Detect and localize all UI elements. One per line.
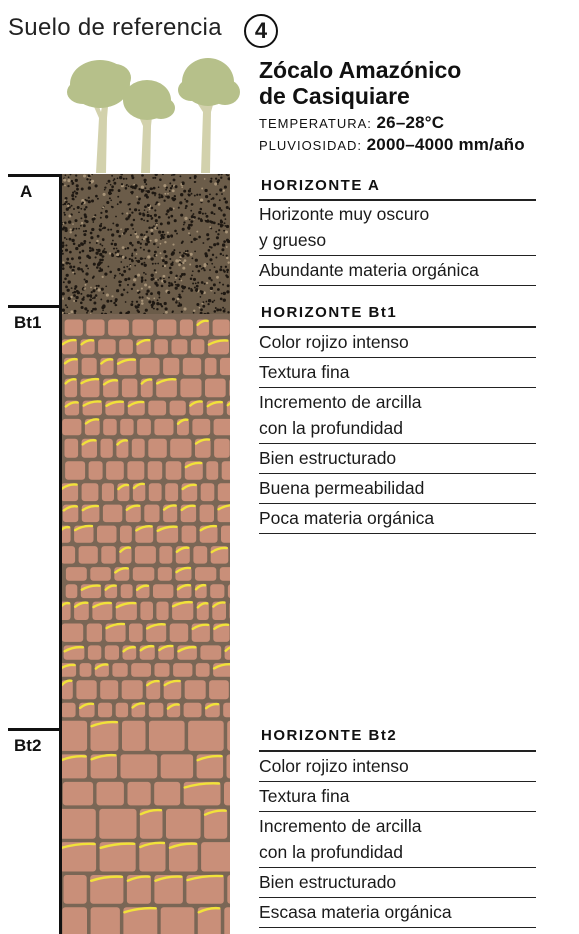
- rainfall-row: PLUVIOSIDAD: 2000–4000 mm/año: [259, 135, 525, 155]
- horizon-a-heading: HORIZONTE A: [261, 177, 380, 194]
- soil-name: Zócalo Amazónico de Casiquiare: [259, 57, 569, 109]
- horizon-a-label: A: [20, 182, 32, 202]
- horizon-bt2-label: Bt2: [14, 736, 41, 756]
- soil-name-line2: de Casiquiare: [259, 83, 569, 109]
- feature-item: Buena permeabilidad: [259, 474, 536, 504]
- horizon-bt2-tick: [8, 728, 62, 731]
- rainfall-value: 2000–4000 mm/año: [367, 135, 525, 154]
- feature-item: Poca materia orgánica: [259, 504, 536, 534]
- horizon-a-features: Horizonte muy oscuro y grueso Abundante …: [259, 200, 536, 286]
- horizon-bt1-tick: [8, 305, 62, 308]
- soil-name-line1: Zócalo Amazónico: [259, 57, 569, 83]
- soil-profile-column: [62, 174, 230, 934]
- feature-item: Incremento de arcilla: [259, 812, 536, 838]
- temperature-row: TEMPERATURA: 26–28°C: [259, 113, 444, 133]
- horizon-bt1-label: Bt1: [14, 313, 41, 333]
- feature-item: Textura fina: [259, 358, 536, 388]
- temperature-label: TEMPERATURA:: [259, 116, 372, 131]
- feature-item: Escasa materia orgánica: [259, 898, 536, 928]
- feature-item: Abundante materia orgánica: [259, 256, 536, 286]
- feature-item: Color rojizo intenso: [259, 752, 536, 782]
- feature-item: Textura fina: [259, 782, 536, 812]
- feature-item: Horizonte muy oscuro: [259, 200, 536, 226]
- tree-right-icon: [178, 58, 240, 173]
- feature-item: Color rojizo intenso: [259, 328, 536, 358]
- temperature-value: 26–28°C: [377, 113, 445, 132]
- trees-illustration: [55, 48, 255, 176]
- horizon-bt2-heading: HORIZONTE Bt2: [261, 727, 397, 744]
- rainfall-label: PLUVIOSIDAD:: [259, 138, 362, 153]
- feature-item: Incremento de arcilla: [259, 388, 536, 414]
- feature-item: Bien estructurado: [259, 868, 536, 898]
- feature-item: y grueso: [259, 226, 536, 256]
- horizon-a-tick: [8, 174, 62, 177]
- tree-middle-icon: [123, 80, 175, 173]
- feature-item: Bien estructurado: [259, 444, 536, 474]
- horizon-bt1-heading: HORIZONTE Bt1: [261, 304, 397, 321]
- reference-number-badge: 4: [244, 14, 278, 48]
- tree-left-icon: [67, 60, 131, 173]
- depth-axis-line: [59, 176, 62, 934]
- feature-item: con la profundidad: [259, 838, 536, 868]
- horizon-bt1-features: Color rojizo intenso Textura fina Increm…: [259, 328, 536, 534]
- reference-soil-label: Suelo de referencia: [8, 14, 222, 42]
- horizon-bt2-features: Color rojizo intenso Textura fina Increm…: [259, 752, 536, 928]
- feature-item: con la profundidad: [259, 414, 536, 444]
